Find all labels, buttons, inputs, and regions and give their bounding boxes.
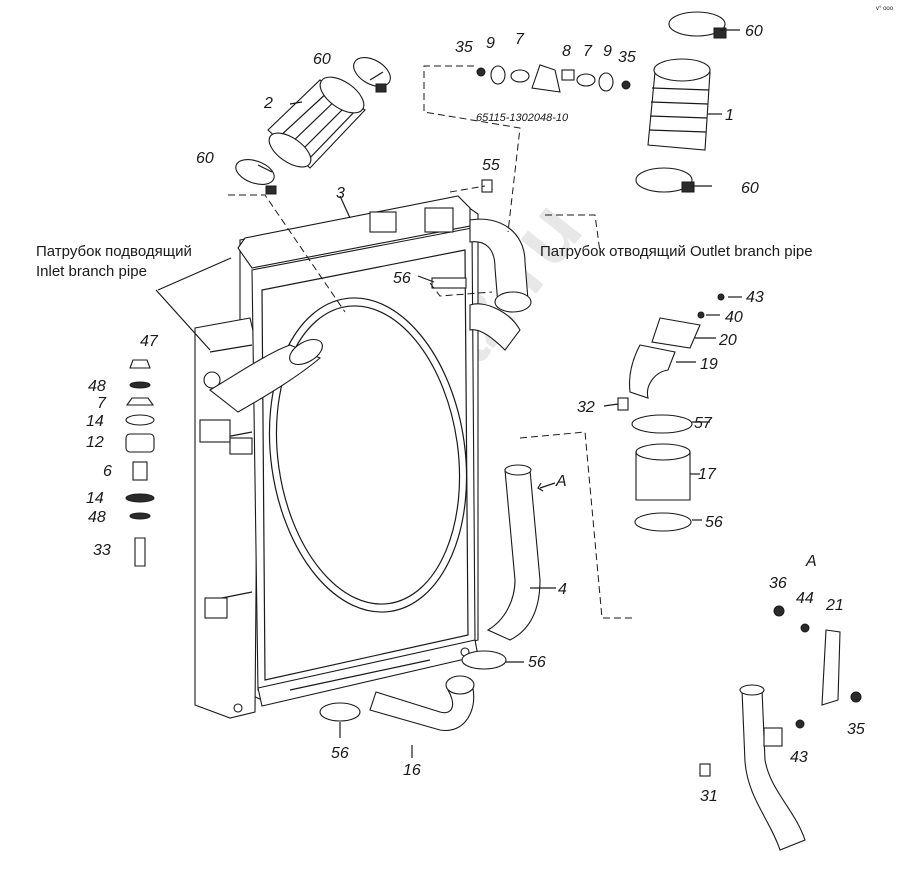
elbow-19: [628, 344, 676, 399]
clamp-56-bottom: [319, 702, 361, 722]
radiator-assembly: [194, 195, 479, 719]
leader-lines: [155, 29, 742, 758]
callout-32: 32: [577, 399, 595, 416]
callout-60: 60: [741, 180, 759, 197]
guide-left-clamp: [228, 194, 346, 313]
callout-20: 20: [718, 332, 737, 349]
callout-9: 9: [486, 35, 495, 52]
mount-stack: [125, 359, 155, 567]
callout-6: 6: [103, 463, 112, 480]
callout-60: 60: [313, 51, 331, 68]
guide-56-top: [429, 282, 493, 297]
guide-pipe4: [519, 431, 634, 619]
callout-14: 14: [86, 490, 104, 507]
callout-47: 47: [140, 333, 159, 350]
callout-48: 48: [88, 378, 106, 395]
corner-mark: v° ooo: [876, 6, 894, 12]
view-a-title: A: [805, 553, 817, 570]
inlet-caption-en: Inlet branch pipe: [36, 263, 147, 280]
guide-bracket: [423, 65, 521, 233]
callout-4: 4: [558, 581, 567, 598]
callout-numbers: 60 60 60 60 2 1 3 35 9 7 8 7 9 35 55 56 …: [86, 23, 865, 805]
callout-31: 31: [700, 788, 718, 805]
callout-40: 40: [725, 309, 743, 326]
callout-43: 43: [746, 289, 764, 306]
callout-35: 35: [455, 39, 473, 56]
callout-17: 17: [698, 466, 717, 483]
clamp-60-top-right: [668, 11, 727, 39]
callout-7: 7: [97, 395, 107, 412]
callout-43: 43: [790, 749, 808, 766]
outlet-caption: Патрубок отводящий Outlet branch pipe: [540, 243, 813, 260]
callout-16: 16: [403, 762, 421, 779]
callout-33: 33: [93, 542, 111, 559]
callout-21: 21: [825, 597, 844, 614]
clamp-60-right: [635, 167, 695, 193]
callout-3: 3: [336, 185, 345, 202]
hose-1: [647, 58, 711, 151]
callout-60: 60: [745, 23, 763, 40]
callout-1: 1: [725, 107, 734, 124]
callout-12: 12: [86, 434, 104, 451]
clamp-60-left: [235, 159, 277, 195]
callout-14: 14: [86, 413, 104, 430]
callout-35: 35: [618, 49, 636, 66]
callout-9: 9: [603, 43, 612, 60]
callout-60: 60: [196, 150, 214, 167]
washer-40: [697, 311, 705, 319]
callout-56: 56: [528, 654, 546, 671]
callout-48: 48: [88, 509, 106, 526]
clamp-60-top-left: [353, 57, 391, 93]
clamp-57: [631, 414, 693, 434]
callout-7: 7: [515, 31, 525, 48]
callout-2: 2: [263, 95, 273, 112]
callout-56: 56: [393, 270, 411, 287]
nut-43: [717, 293, 725, 301]
callout-56: 56: [331, 745, 349, 762]
callout-35: 35: [847, 721, 865, 738]
callout-7: 7: [583, 43, 593, 60]
inlet-caption-ru: Патрубок подводящий: [36, 243, 192, 260]
part-code: 65115-1302048-10: [476, 112, 569, 124]
pipe-4: [486, 469, 541, 641]
view-a-arrow-label: A: [555, 473, 567, 490]
callout-44: 44: [796, 590, 814, 607]
guide-55: [449, 185, 486, 193]
view-a-detail: [699, 605, 862, 851]
clamp-56-lower-right: [461, 650, 507, 670]
callout-56: 56: [705, 514, 723, 531]
callout-8: 8: [562, 43, 571, 60]
callout-19: 19: [700, 356, 718, 373]
clamp-56-top: [431, 277, 467, 289]
hose-2: [267, 76, 366, 169]
callout-36: 36: [769, 575, 787, 592]
bolt-55: [481, 179, 493, 193]
bracket-assembly: [476, 64, 631, 93]
clamp-56-right: [634, 512, 692, 532]
callout-55: 55: [482, 157, 500, 174]
gasket-20: [651, 317, 701, 349]
bolt-32: [617, 397, 629, 411]
guide-outlet: [545, 214, 601, 253]
callout-57: 57: [694, 415, 713, 432]
